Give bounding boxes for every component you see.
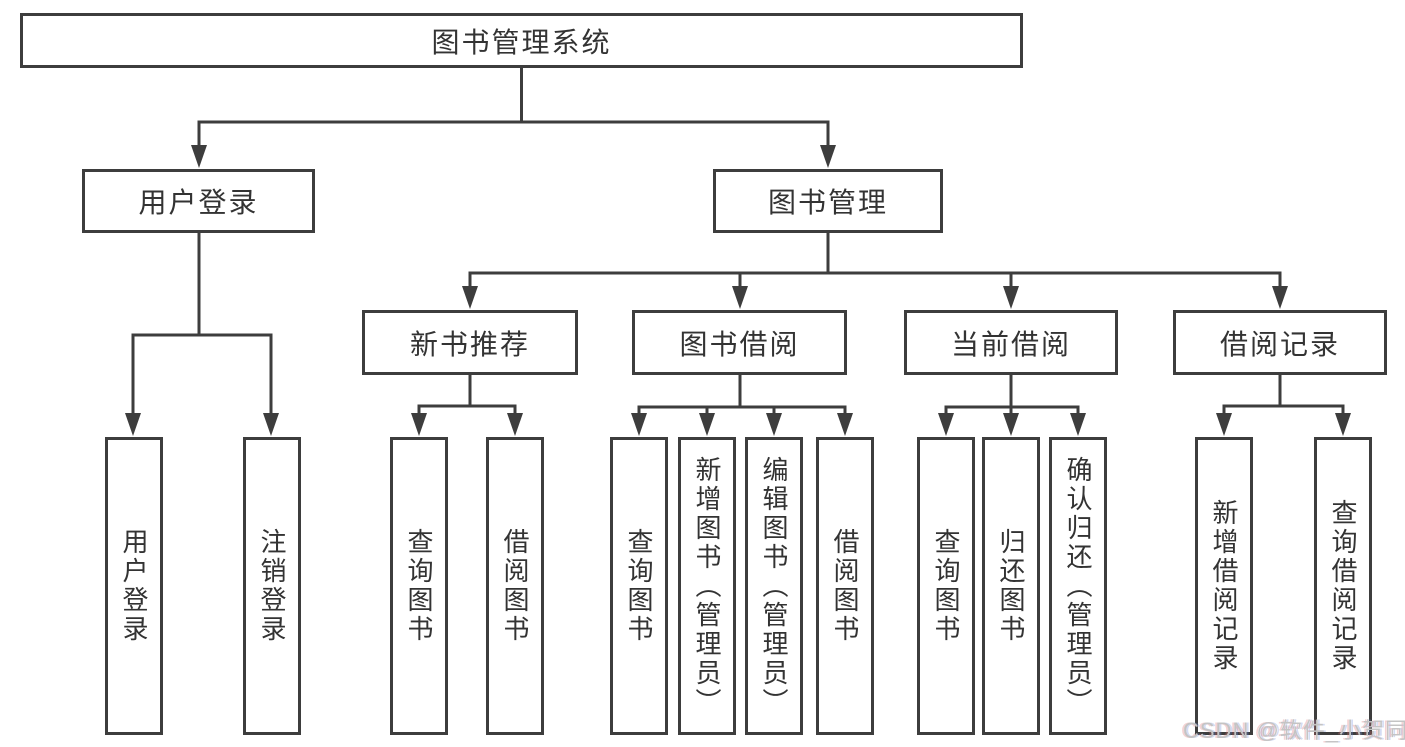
node-borrow-records: 借阅记录: [1173, 310, 1387, 375]
leaf-confirm-return-admin: 确认归还（管理员）: [1049, 437, 1107, 735]
csdn-watermark: CSDN @软件_小贺同学: [1183, 718, 1405, 743]
node-user-login: 用户登录: [82, 169, 315, 233]
leaf-query-books-c-label: 查询图书: [931, 528, 961, 644]
leaf-query-books-a: 查询图书: [390, 437, 448, 735]
leaf-user-login: 用户登录: [105, 437, 163, 735]
arrow-down-icon: [1216, 413, 1232, 436]
leaf-add-borrow-record-label: 新增借阅记录: [1209, 499, 1239, 673]
node-root: 图书管理系统: [20, 13, 1023, 68]
leaf-logout: 注销登录: [243, 437, 301, 735]
arrow-down-icon: [699, 413, 715, 436]
arrow-down-icon: [411, 413, 427, 436]
leaf-query-borrow-record-label: 查询借阅记录: [1328, 499, 1358, 673]
node-book-borrow: 图书借阅: [632, 310, 847, 375]
node-borrow-records-label: 借阅记录: [1219, 328, 1340, 360]
arrow-down-icon: [1335, 413, 1351, 436]
leaf-query-borrow-record: 查询借阅记录: [1314, 437, 1372, 735]
arrow-down-icon: [732, 286, 748, 309]
node-current-borrow: 当前借阅: [904, 310, 1118, 375]
node-root-label: 图书管理系统: [431, 26, 612, 58]
leaf-return-book: 归还图书: [982, 437, 1040, 735]
leaf-query-books-b: 查询图书: [610, 437, 668, 735]
node-book-management: 图书管理: [713, 169, 943, 233]
leaf-return-book-label: 归还图书: [996, 528, 1026, 644]
leaf-edit-book-admin: 编辑图书（管理员）: [745, 437, 803, 735]
leaf-borrow-books-b: 借阅图书: [816, 437, 874, 735]
arrow-down-icon: [1003, 286, 1019, 309]
leaf-user-login-label: 用户登录: [119, 528, 149, 644]
leaf-confirm-return-admin-label: 确认归还（管理员）: [1063, 455, 1093, 717]
arrow-down-icon: [1070, 413, 1086, 436]
arrow-down-icon: [125, 413, 141, 436]
leaf-add-book-admin: 新增图书（管理员）: [678, 437, 736, 735]
arrow-down-icon: [631, 413, 647, 436]
leaf-borrow-books-a-label: 借阅图书: [500, 528, 530, 644]
arrow-down-icon: [938, 413, 954, 436]
leaf-query-books-b-label: 查询图书: [624, 528, 654, 644]
node-book-management-label: 图书管理: [767, 187, 888, 218]
leaf-add-book-admin-label: 新增图书（管理员）: [692, 455, 722, 717]
arrow-down-icon: [462, 286, 478, 309]
node-new-book-recommend-label: 新书推荐: [409, 328, 530, 360]
arrow-down-icon: [507, 413, 523, 436]
arrow-down-icon: [820, 145, 836, 168]
arrow-down-icon: [766, 413, 782, 436]
leaf-query-books-c: 查询图书: [917, 437, 975, 735]
leaf-borrow-books-a: 借阅图书: [486, 437, 544, 735]
arrow-down-icon: [837, 413, 853, 436]
node-book-borrow-label: 图书借阅: [679, 328, 800, 360]
arrow-down-icon: [191, 145, 207, 168]
node-current-borrow-label: 当前借阅: [950, 328, 1071, 360]
arrow-down-icon: [1003, 413, 1019, 436]
leaf-logout-label: 注销登录: [257, 528, 287, 644]
arrow-down-icon: [263, 413, 279, 436]
arrow-down-icon: [1272, 286, 1288, 309]
leaf-borrow-books-b-label: 借阅图书: [830, 528, 860, 644]
leaf-query-books-a-label: 查询图书: [404, 528, 434, 644]
leaf-edit-book-admin-label: 编辑图书（管理员）: [759, 455, 789, 717]
node-user-login-label: 用户登录: [138, 187, 259, 218]
arrowheads: [125, 145, 1351, 436]
node-new-book-recommend: 新书推荐: [362, 310, 578, 375]
leaf-add-borrow-record: 新增借阅记录: [1195, 437, 1253, 735]
